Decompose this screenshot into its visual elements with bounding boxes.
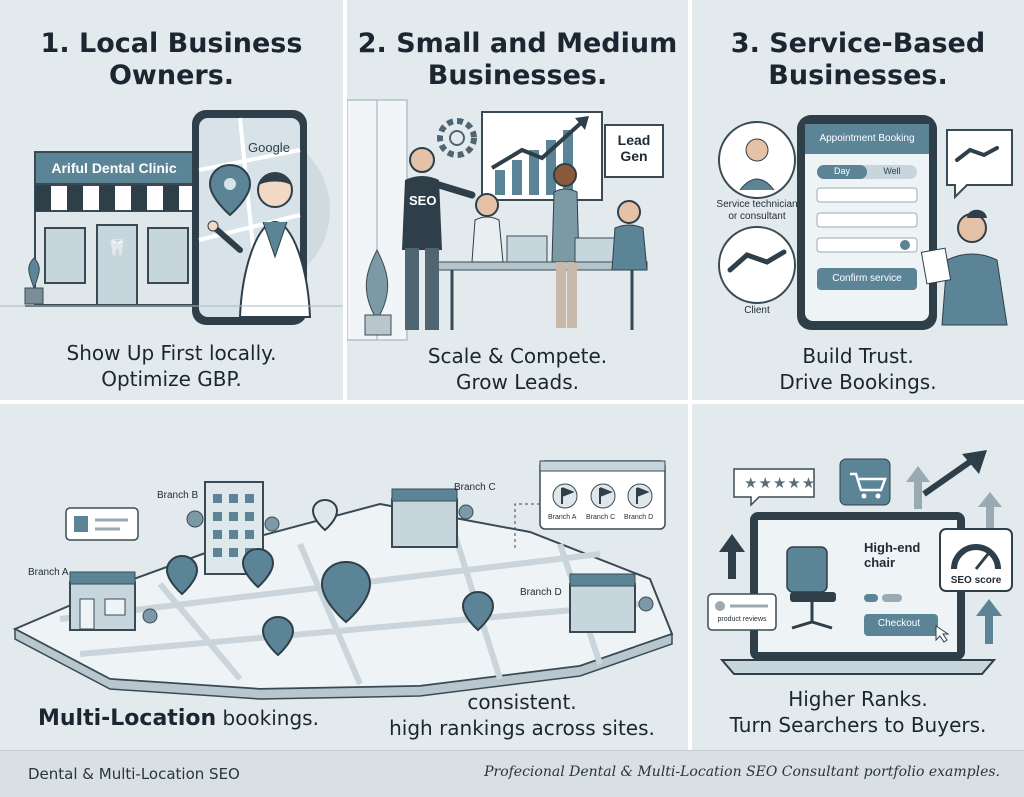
multi-location-caption: Multi-Location bookings. (38, 706, 319, 731)
svg-text:🦷: 🦷 (107, 238, 127, 257)
footer-tagline: Profecional Dental & Multi-Location SEO … (484, 764, 1000, 780)
legend-branch-a: Branch A (548, 514, 577, 521)
shirt-label: SEO (409, 193, 437, 208)
branch-c-label: Branch C (454, 482, 496, 493)
local-illustration: 🦷 (0, 110, 343, 325)
rating-stars: ★★★★★ (744, 475, 817, 492)
tab-week[interactable]: Well (883, 166, 901, 176)
smartphone-map (192, 110, 312, 325)
legend-branch-c: Branch C (586, 514, 616, 521)
map-brand-label: Google (248, 140, 290, 155)
panel-caption: Scale & Compete.Grow Leads. (427, 344, 608, 394)
panel-caption: Build Trust.Drive Bookings. (779, 344, 937, 394)
gear-icon (437, 118, 477, 158)
seo-score-label: SEO score (950, 575, 1002, 586)
handshake-icon (718, 226, 796, 304)
panel-multi-location: Branch A Branch B Branch C Branch D Bran… (0, 404, 688, 750)
service-illustration (718, 115, 1013, 330)
checkout-button[interactable]: Checkout (877, 618, 921, 629)
lead-gen-card (604, 124, 664, 178)
tab-day[interactable]: Day (833, 166, 850, 176)
panel-caption: Higher Ranks.Turn Searchers to Buyers. (729, 687, 987, 737)
divider (343, 0, 347, 402)
ecommerce-illustration (707, 450, 1013, 675)
branch-d-label: Branch D (520, 587, 562, 598)
divider (688, 0, 692, 750)
legend-branch-d: Branch D (624, 514, 654, 521)
confirm-service-button[interactable]: Confirm service (832, 273, 902, 284)
footer-bar: Dental & Multi-Location SEO Profecional … (0, 750, 1024, 797)
multi-location-caption-right: consistent.high rankings across sites. (389, 690, 655, 740)
branch-a-label: Branch A (28, 567, 69, 578)
footer-title: Dental & Multi-Location SEO (28, 765, 240, 783)
dental-clinic-storefront: 🦷 (24, 151, 200, 307)
app-title: Appointment Booking (819, 133, 915, 144)
branch-b-label: Branch B (157, 490, 199, 501)
divider (0, 400, 1024, 404)
client-label: Client (744, 305, 770, 316)
clinic-sign: Ariful Dental Clinic (51, 160, 177, 176)
smb-illustration (347, 99, 664, 341)
multi-location-map (12, 460, 674, 700)
product-reviews-label: product reviews (717, 616, 767, 623)
panel-caption: Show Up First locally.Optimize GBP. (66, 341, 277, 391)
